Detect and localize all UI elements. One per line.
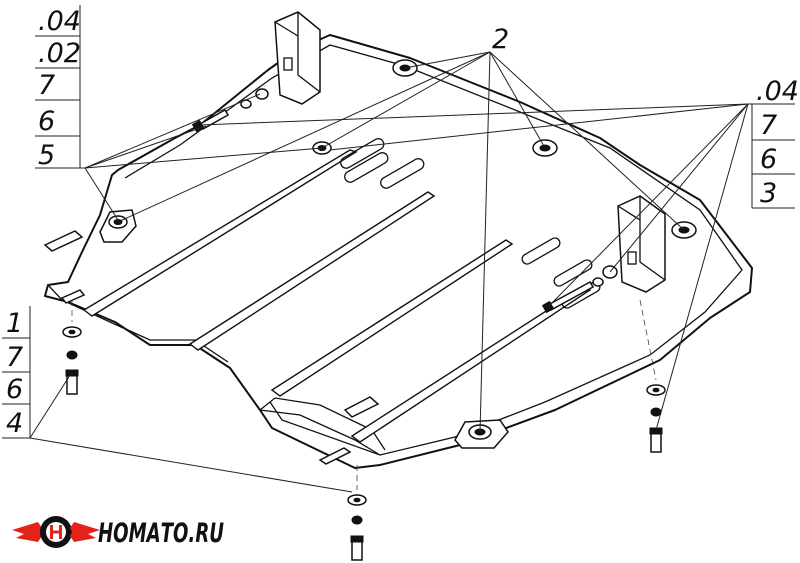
exploded-fastener-right [646,384,666,453]
callout-label: 6 [760,144,777,175]
callout-label: 6 [6,374,23,405]
skid-plate [44,34,753,469]
rear-left-bracket [274,11,321,105]
callout-label: .04 [38,6,81,37]
exploded-fastener-left [62,326,82,395]
exploded-fastener-center [347,494,367,561]
logo-wing-left-icon [12,522,42,542]
logo-wing-right-icon [70,522,100,542]
callout-label: .02 [38,38,81,69]
homato-logo: НОМАТО.RU [12,516,224,549]
assembly-axes [71,299,657,490]
logo-text: НОМАТО.RU [98,518,224,549]
mounting-nuts [99,59,697,449]
rear-right-bracket [617,195,666,293]
callout-left: 1 7 6 4 [2,306,31,439]
logo-h-icon [50,530,62,534]
callout-label: 7 [38,70,55,101]
callout-label: .04 [756,76,799,107]
callout-label: 7 [6,342,23,373]
callout-label: 7 [760,110,777,141]
callout-label: 6 [38,106,55,137]
callout-label: 3 [760,178,777,209]
callout-label: 5 [38,140,55,171]
plate-bolts [191,88,618,314]
callout-right: .04 7 6 3 [748,76,799,209]
callout-label: 1 [6,308,23,339]
callout-top-left: .04 .02 7 6 5 [35,5,85,171]
callout-label: 4 [6,408,23,439]
callout-label: 2 [492,24,509,55]
edge-clips [43,230,380,465]
stiffening-ribs [82,149,592,443]
callout-center: 2 [492,24,509,55]
leader-lines [29,51,749,493]
